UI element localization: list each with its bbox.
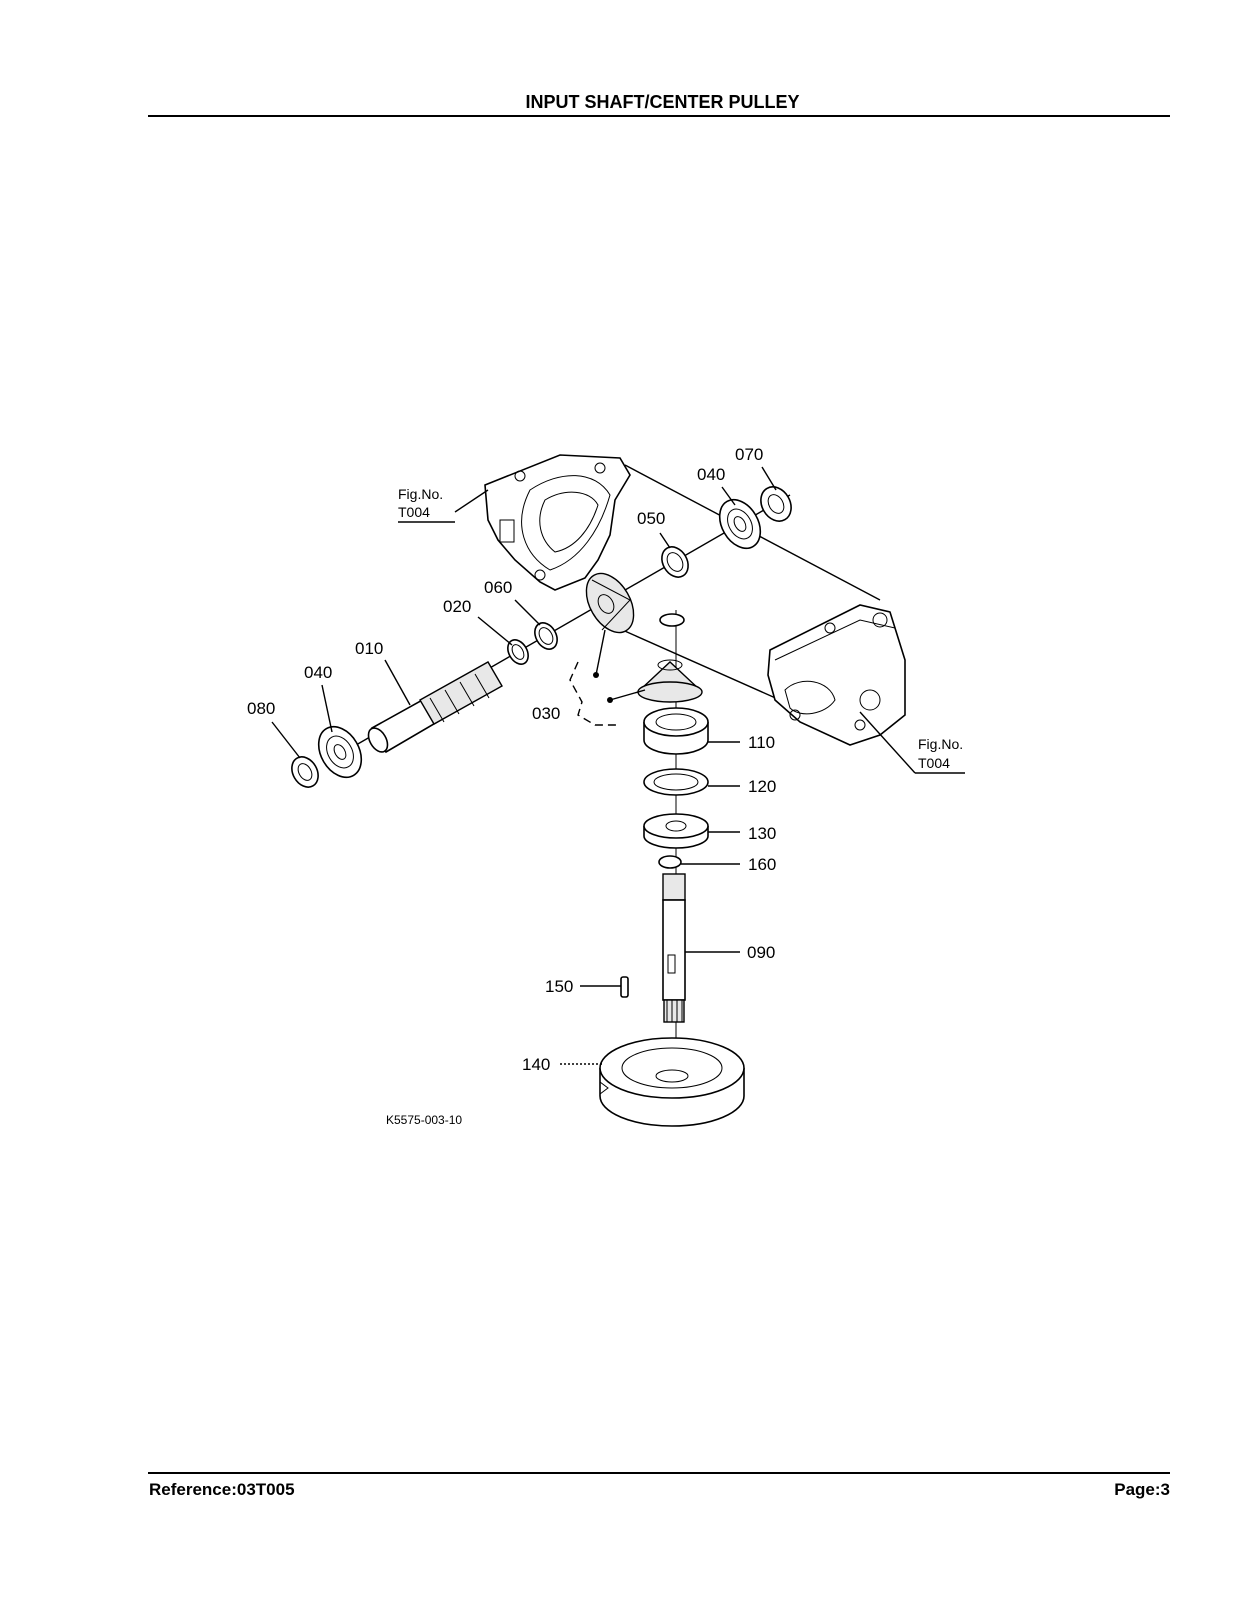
callout-080: 080 [247, 699, 275, 718]
callout-120: 120 [748, 777, 776, 796]
ball-bearing-110 [643, 707, 709, 755]
callout-130: 130 [748, 824, 776, 843]
callout-020: 020 [443, 597, 471, 616]
reference-label: Reference:03T005 [149, 1480, 295, 1499]
callout-150: 150 [545, 977, 573, 996]
callout-040-left: 040 [304, 663, 332, 682]
page-number: Page:3 [1114, 1480, 1170, 1499]
callout-140: 140 [522, 1055, 550, 1074]
collar-130 [643, 813, 709, 849]
bevel-gear-030-upper [585, 572, 635, 634]
washer-020 [507, 639, 529, 665]
fig-ref-number-upper: T004 [398, 504, 430, 520]
circlip-160 [658, 855, 682, 869]
fig-ref-label-upper: Fig.No. [398, 486, 443, 502]
washer-120 [643, 768, 709, 796]
oil-seal-080 [291, 756, 319, 788]
callout-050: 050 [637, 509, 665, 528]
callout-040-right: 040 [697, 465, 725, 484]
gear-case-lower [767, 604, 906, 746]
pulley-shaft-090 [662, 873, 686, 1023]
housing-alignment-line-lower [599, 619, 781, 701]
ball-bearing-040-right [718, 498, 762, 550]
center-pulley-140 [599, 1037, 745, 1127]
ball-bearing-040-left [317, 725, 363, 779]
callout-030: 030 [532, 704, 560, 723]
callout-070: 070 [735, 445, 763, 464]
header-rule [148, 115, 1170, 117]
footer-rule [148, 1472, 1170, 1474]
key-150 [620, 976, 629, 998]
callout-090: 090 [747, 943, 775, 962]
oil-seal-070 [760, 486, 792, 522]
page-title: INPUT SHAFT/CENTER PULLEY [525, 92, 800, 112]
input-shaft-010 [367, 661, 503, 754]
callout-060: 060 [484, 578, 512, 597]
circlip [659, 613, 685, 627]
washer-060 [534, 622, 558, 650]
bevel-gear-030-lower [637, 659, 703, 703]
diagram-code: K5575-003-10 [386, 1113, 462, 1127]
fig-ref-number-lower: T004 [918, 755, 950, 771]
callout-160: 160 [748, 855, 776, 874]
gear-case-upper [484, 454, 631, 591]
shim-050 [661, 546, 689, 578]
fig-ref-label-lower: Fig.No. [918, 736, 963, 752]
callout-010: 010 [355, 639, 383, 658]
callout-110: 110 [748, 733, 775, 752]
group-bracket-030 [569, 661, 618, 726]
